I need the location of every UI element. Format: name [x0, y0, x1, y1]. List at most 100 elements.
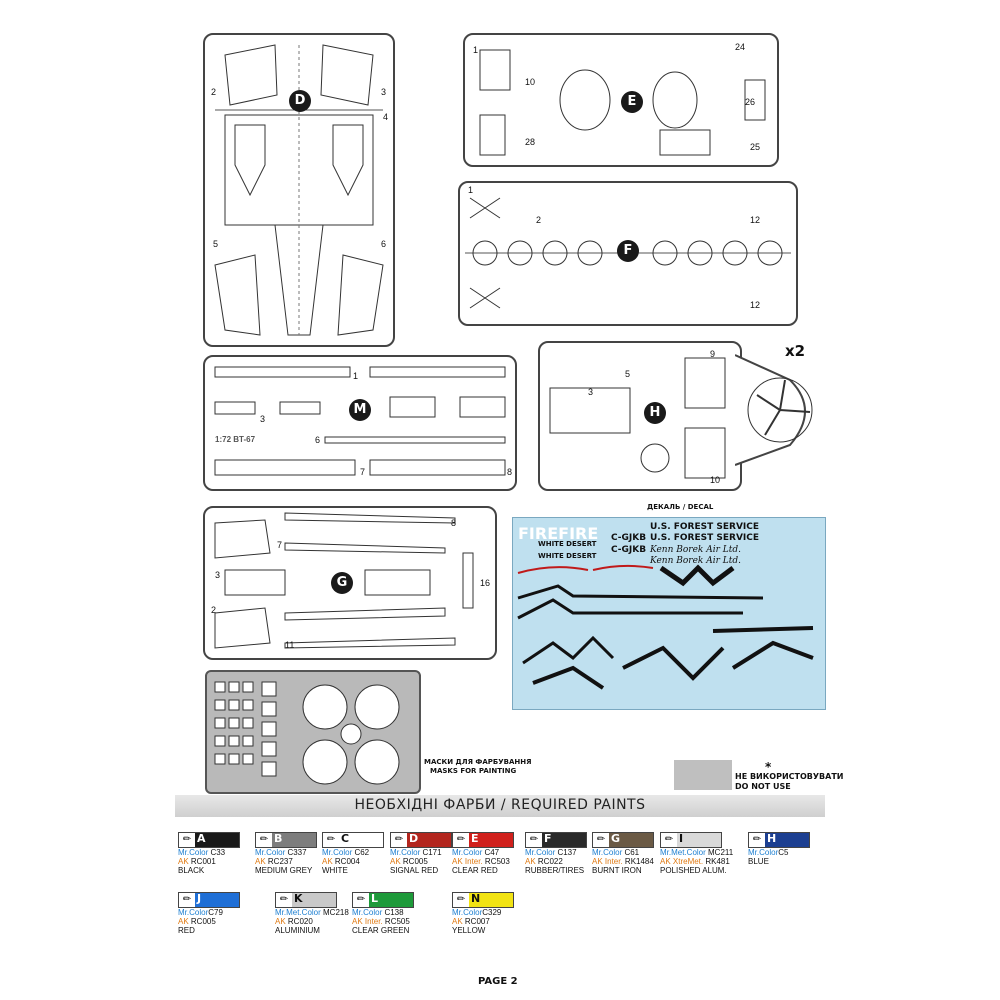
paint-ref-1: MC218	[320, 908, 349, 917]
paint-code: G	[611, 832, 621, 845]
decal-firefire: FIREFIRE	[518, 524, 599, 543]
sprue-e-letter: E	[621, 91, 643, 113]
paint-code: A	[197, 832, 206, 845]
brush-icon: ✏	[526, 833, 542, 847]
sprue-h-multiplier: x2	[785, 342, 806, 360]
paint-ref-2: RK1484	[622, 857, 654, 866]
svg-text:2: 2	[536, 215, 541, 225]
decal-reg-2: C-GJKB	[611, 545, 647, 555]
do-not-use-text: * НЕ ВИКОРИСТОВУВАТИ DO NOT USE	[735, 760, 843, 792]
do-not-use-swatch	[674, 760, 732, 790]
brush-icon: ✏	[661, 833, 677, 847]
sprue-m-letter: M	[349, 399, 371, 421]
paint-name: RUBBER/TIRES	[525, 866, 585, 875]
svg-text:28: 28	[525, 137, 535, 147]
paint-brand-1: Mr.Color	[525, 848, 556, 857]
brush-icon: ✏	[179, 893, 195, 907]
paint-code: F	[544, 832, 552, 845]
paint-brand-2: AK	[255, 857, 266, 866]
paint-name: BLACK	[178, 866, 205, 875]
painting-masks	[205, 670, 421, 794]
paints-title-bar	[175, 795, 825, 817]
paint-name: MEDIUM GREY	[255, 866, 313, 875]
svg-text:8: 8	[507, 467, 512, 477]
paint-brand-2: AK	[275, 917, 286, 926]
paint-brand-1: Mr.Color	[452, 908, 483, 917]
paint-name: YELLOW	[452, 926, 486, 935]
paint-brand-1: Mr.Color	[452, 848, 483, 857]
paint-swatch: ✏J	[178, 892, 240, 908]
paint-swatch: ✏I	[660, 832, 722, 848]
svg-text:7: 7	[360, 467, 365, 477]
paint-name: CLEAR GREEN	[352, 926, 410, 935]
brush-icon: ✏	[453, 893, 469, 907]
paint-name: SIGNAL RED	[390, 866, 439, 875]
svg-text:5: 5	[213, 239, 218, 249]
paint-brand-1: Mr.Color	[352, 908, 383, 917]
svg-text:6: 6	[315, 435, 320, 445]
svg-text:5: 5	[625, 369, 630, 379]
paint-code: K	[294, 892, 303, 905]
paint-ref-2: RC005	[188, 917, 216, 926]
decal-kenn-2: Kenn Borek Air Ltd.	[650, 556, 741, 566]
paint-swatch: ✏B	[255, 832, 317, 848]
masks-drawing	[214, 681, 400, 785]
paint-brand-2: AK	[452, 917, 463, 926]
sprue-d-letter: D	[289, 90, 311, 112]
paint-ref-2: RC001	[188, 857, 216, 866]
brush-icon: ✏	[323, 833, 339, 847]
svg-text:24: 24	[735, 42, 745, 52]
decal-kenn-1: Kenn Borek Air Ltd.	[650, 545, 741, 555]
paint-ref-2: RC505	[382, 917, 410, 926]
svg-text:3: 3	[215, 570, 220, 580]
paint-ref-1: C329	[482, 908, 502, 917]
svg-text:4: 4	[383, 112, 388, 122]
paint-brand-2: AK	[390, 857, 401, 866]
svg-text:3: 3	[588, 387, 593, 397]
paint-swatch: ✏F	[525, 832, 587, 848]
paint-ref-1: C138	[382, 908, 404, 917]
svg-text:2: 2	[211, 605, 216, 615]
paint-code: B	[274, 832, 283, 845]
paint-code: L	[371, 892, 379, 905]
paint-brand-1: Mr.Color	[748, 848, 779, 857]
paint-brand-1: Mr.Met.Color	[660, 848, 706, 857]
brush-icon: ✏	[749, 833, 765, 847]
do-not-use-star: *	[765, 760, 772, 774]
svg-text:1: 1	[468, 185, 473, 195]
masks-label-en: MASKS FOR PAINTING	[430, 767, 517, 775]
paint-swatch: ✏L	[352, 892, 414, 908]
paint-brand-1: Mr.Color	[255, 848, 286, 857]
decal-header: ДЕКАЛЬ / DECAL	[647, 503, 714, 511]
svg-text:1: 1	[353, 371, 358, 381]
paint-swatch: ✏H	[748, 832, 810, 848]
paint-ref-1: C47	[482, 848, 500, 857]
paint-brand-1: Mr.Color	[322, 848, 353, 857]
paint-code: J	[197, 892, 202, 905]
brush-icon: ✏	[276, 893, 292, 907]
paint-ref-1: C337	[285, 848, 307, 857]
svg-text:26: 26	[745, 97, 755, 107]
paint-ref-1: MC211	[705, 848, 734, 857]
sprue-h-letter: H	[644, 402, 666, 424]
paint-ref-2: RC503	[482, 857, 510, 866]
sprue-f-letter: F	[617, 240, 639, 262]
paint-ref-1: C171	[420, 848, 442, 857]
decal-stripes	[517, 564, 814, 690]
paint-ref-2: RC237	[265, 857, 293, 866]
paint-ref-1: C33	[208, 848, 226, 857]
propeller-runner	[735, 354, 813, 466]
paint-brand-2: AK Inter.	[452, 857, 483, 866]
paint-swatch: ✏G	[592, 832, 654, 848]
paint-name: CLEAR RED	[452, 866, 498, 875]
